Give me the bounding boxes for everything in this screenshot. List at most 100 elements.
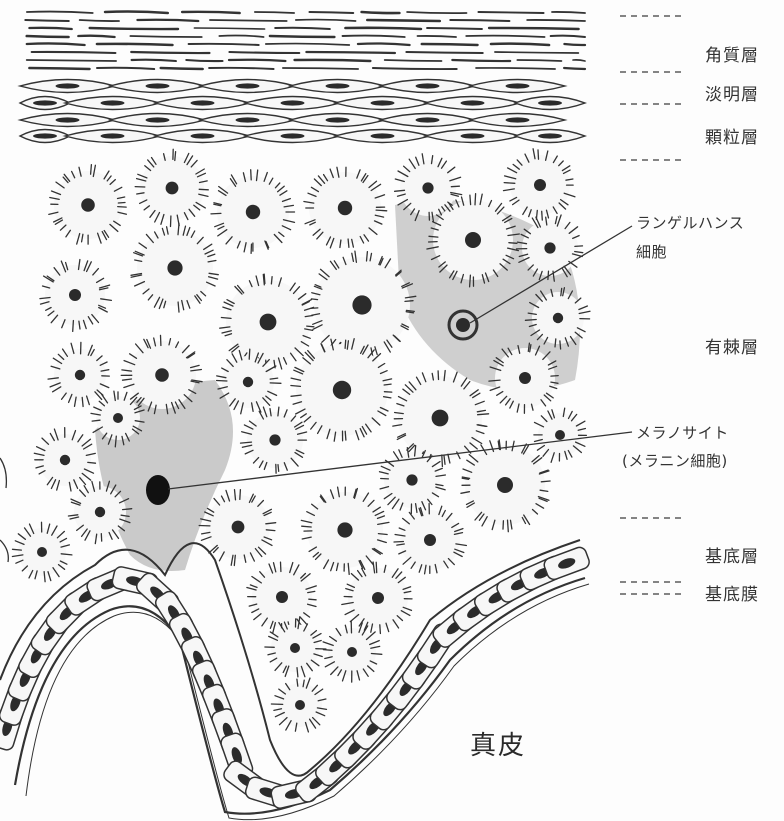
- flattened-nucleus: [326, 83, 350, 88]
- spinous-nucleus: [113, 413, 123, 423]
- spinous-nucleus: [372, 592, 384, 604]
- spine: [309, 599, 316, 600]
- corneum-stroke: [161, 68, 203, 69]
- corneum-stroke: [295, 60, 371, 61]
- corneum-stroke: [476, 68, 555, 69]
- stratum-lucidum-cells: [20, 80, 585, 143]
- spine: [376, 210, 387, 211]
- corneum-stroke: [367, 20, 440, 21]
- spine: [348, 239, 349, 247]
- corneum-stroke: [306, 52, 395, 53]
- corneum-stroke: [422, 44, 478, 45]
- corneum-stroke: [27, 36, 69, 37]
- callout-melanocyte-line1: メラノサイト: [636, 422, 729, 443]
- spine: [13, 549, 22, 550]
- corneum-stroke: [517, 60, 561, 61]
- spine: [240, 490, 241, 500]
- spinous-nucleus: [422, 182, 433, 193]
- spinous-nucleus: [37, 547, 47, 557]
- flattened-nucleus: [416, 83, 440, 88]
- spinous-nucleus: [337, 522, 352, 537]
- corneum-stroke: [29, 68, 89, 69]
- spine: [551, 376, 558, 377]
- spine: [542, 211, 543, 220]
- flattened-nucleus: [101, 100, 125, 105]
- spinous-cell: [34, 428, 95, 491]
- spine: [509, 243, 517, 244]
- corneum-stroke: [495, 52, 579, 53]
- corneum-stroke: [25, 20, 69, 21]
- flattened-nucleus: [281, 100, 305, 105]
- spinous-nucleus: [81, 198, 95, 212]
- corneum-stroke: [310, 12, 354, 13]
- corneum-stroke: [551, 36, 585, 37]
- spinous-cell: [342, 562, 412, 634]
- spine: [470, 275, 471, 287]
- spinous-nucleus: [295, 700, 305, 710]
- spinous-nucleus: [69, 289, 81, 301]
- spinous-nucleus: [465, 232, 481, 248]
- callout-langerhans-line2: 細胞: [636, 241, 667, 262]
- spinous-nucleus: [519, 372, 531, 384]
- corneum-stroke: [466, 36, 544, 37]
- flattened-nucleus: [56, 83, 80, 88]
- spine: [394, 542, 403, 543]
- corneum-stroke: [186, 60, 222, 61]
- spine: [345, 431, 346, 440]
- spinous-cell: [394, 504, 466, 574]
- corneum-stroke: [132, 60, 176, 61]
- corneum-stroke: [491, 44, 549, 45]
- corneum-stroke: [78, 36, 114, 37]
- corneum-stroke: [527, 20, 585, 21]
- spine: [211, 213, 221, 214]
- spine: [311, 299, 317, 300]
- spine: [508, 520, 509, 532]
- spine: [217, 381, 227, 382]
- corneum-stroke: [296, 20, 356, 21]
- spinous-nucleus: [424, 534, 436, 546]
- flattened-nucleus: [56, 117, 80, 122]
- callout-langerhans-line1: ランゲルハンス: [636, 212, 744, 233]
- flattened-nucleus: [506, 117, 530, 122]
- corneum-stroke: [452, 60, 510, 61]
- spine: [561, 288, 562, 295]
- corneum-stroke: [266, 44, 350, 45]
- spine: [345, 340, 346, 348]
- spine: [367, 252, 368, 261]
- spine: [175, 152, 176, 161]
- corneum-stroke: [275, 28, 330, 29]
- flattened-nucleus: [146, 83, 170, 88]
- spine: [278, 465, 279, 472]
- langerhans-cell-nucleus: [456, 318, 470, 332]
- spinous-nucleus: [166, 182, 179, 195]
- corneum-stroke: [209, 68, 274, 69]
- flattened-nucleus: [236, 117, 260, 122]
- corneum-stroke: [564, 44, 585, 45]
- corneum-stroke: [80, 20, 119, 21]
- spine: [291, 386, 301, 387]
- spinous-nucleus: [544, 242, 555, 253]
- flattened-nucleus: [506, 83, 530, 88]
- spine: [475, 194, 476, 205]
- spinous-cell: [301, 487, 389, 574]
- spine: [251, 170, 252, 180]
- corneum-stroke: [573, 60, 585, 61]
- corneum-stroke: [32, 52, 116, 53]
- stratum-corneum-lines: [25, 12, 585, 70]
- spinous-cell: [241, 407, 307, 473]
- spine: [322, 336, 329, 343]
- spine: [442, 455, 443, 467]
- spinous-cell: [211, 170, 295, 254]
- corneum-stroke: [362, 12, 400, 13]
- spinous-nucleus: [338, 201, 352, 215]
- spine: [380, 625, 381, 634]
- corneum-stroke: [450, 20, 509, 21]
- corneum-stroke: [105, 12, 168, 13]
- spine: [311, 308, 318, 309]
- layer-label-stratum-spinosum: 有棘層: [705, 333, 759, 358]
- spine: [249, 349, 250, 359]
- spine: [429, 236, 438, 237]
- flattened-nucleus: [191, 133, 215, 138]
